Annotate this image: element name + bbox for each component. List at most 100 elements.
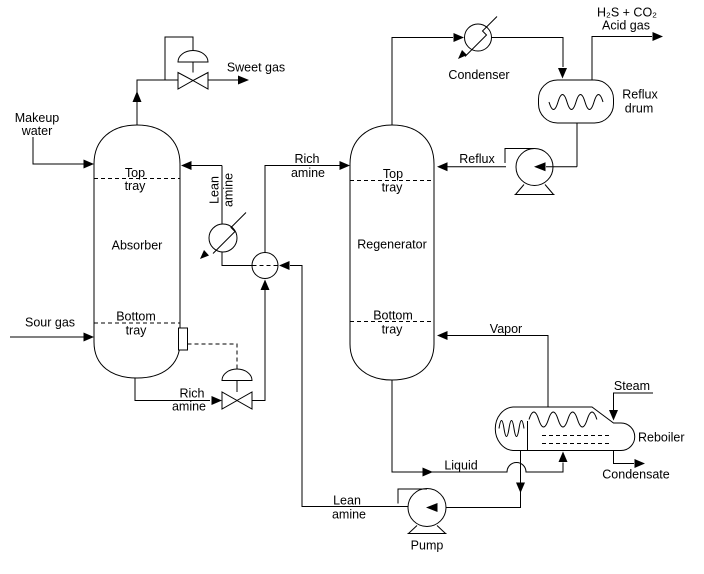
arrowhead xyxy=(339,161,350,170)
reboiler-main-coil xyxy=(528,411,598,428)
acid-gas-label: H₂S + CO₂ xyxy=(597,6,657,20)
valve-body-right xyxy=(235,391,253,410)
rich-amine-feed-pipe xyxy=(264,165,340,253)
lean-amine-cooler xyxy=(200,212,247,259)
lean-amine-return-label: Lean xyxy=(333,494,361,508)
condensate-label: Condensate xyxy=(602,468,669,482)
absorber-top-tray-label: tray xyxy=(125,179,147,193)
lean-amine-return-pipe xyxy=(290,265,408,507)
liquid-pipe xyxy=(391,380,564,473)
arrowhead xyxy=(279,261,290,270)
regenerator-top-tray-label: tray xyxy=(382,181,404,195)
rich-amine-feed-label: amine xyxy=(291,166,325,180)
valve-actuator-dome xyxy=(221,368,253,381)
arrowhead xyxy=(634,459,645,468)
rich-amine-feed-label: Rich xyxy=(294,152,319,166)
arrowhead xyxy=(83,332,94,342)
arrowhead xyxy=(437,331,448,340)
valve-body-left xyxy=(177,71,195,90)
arrowhead xyxy=(422,467,433,477)
regenerator-top-tray-label: Top xyxy=(383,167,403,181)
lean-amine-pump xyxy=(397,488,447,534)
rich-amine-bottoms-label: Rich xyxy=(179,387,204,401)
arrowhead xyxy=(83,159,94,169)
cooler-duty-line xyxy=(212,212,247,254)
reboiler-label: Reboiler xyxy=(638,431,685,445)
regenerator-bottom-tray-label: Bottom xyxy=(373,309,413,323)
condenser xyxy=(458,16,498,59)
labels: Makeup water Sweet gas Sour gas Top tray… xyxy=(15,6,685,553)
reflux-pump xyxy=(447,148,577,195)
lean-amine-from-reboiler-pipe xyxy=(438,450,521,508)
valve-body-left xyxy=(221,391,239,410)
arrowhead xyxy=(211,396,222,405)
reflux-drum-label: drum xyxy=(625,102,653,116)
pump-label: Pump xyxy=(411,539,444,553)
condenser-duty-line xyxy=(464,16,498,57)
lean-amine-to-absorber-pipe xyxy=(191,165,223,224)
condenser-duty-arrow-icon xyxy=(458,50,467,59)
lean-amine-cooler-label: Lean xyxy=(208,176,222,204)
valve-body-right xyxy=(191,71,209,90)
reflux-label: Reflux xyxy=(459,152,495,166)
vapor-return-pipe xyxy=(447,335,549,407)
exchanger-circle xyxy=(251,252,279,279)
steam-label: Steam xyxy=(614,379,650,393)
makeup-water-label: Makeup xyxy=(15,111,60,125)
reflux-pump-feet xyxy=(514,184,555,195)
arrowhead xyxy=(534,162,546,172)
makeup-water-pipe xyxy=(32,137,84,165)
arrowhead xyxy=(453,33,464,42)
absorber-bottom-tray-label: Bottom xyxy=(116,310,156,324)
level-instrument xyxy=(178,327,188,351)
rich-amine-bottoms-label: amine xyxy=(172,400,206,414)
reflux-pump-volute xyxy=(504,148,534,163)
rich-amine-valve xyxy=(221,368,253,410)
reflux-drum-label: Reflux xyxy=(622,88,658,102)
overhead-vapor-pipe xyxy=(391,37,453,125)
cooler-circle xyxy=(208,223,238,253)
reboiler-shell xyxy=(494,406,636,451)
steam-pipe xyxy=(613,392,653,410)
arrowhead xyxy=(516,482,525,493)
cooler-exchanger-link-pipe xyxy=(221,252,252,266)
regenerator-bottom-tray-label: tray xyxy=(382,323,404,337)
makeup-water-label: water xyxy=(21,124,53,138)
absorber-name-label: Absorber xyxy=(112,239,163,253)
pump-feet xyxy=(407,525,447,534)
valve-actuator-dome xyxy=(177,50,209,63)
pump-volute xyxy=(397,488,427,504)
arrowhead xyxy=(609,410,618,421)
reflux-drum-coil xyxy=(548,94,604,110)
liquid-label: Liquid xyxy=(444,459,477,473)
regenerator-shell xyxy=(349,124,435,381)
absorber-bottom-tray-label: tray xyxy=(126,324,148,338)
flow-arrows xyxy=(83,32,663,493)
reboiler-tube-bundle xyxy=(542,435,612,444)
sweet-gas-valve xyxy=(177,50,209,90)
acid-gas-pipe xyxy=(591,36,652,80)
condenser-circle xyxy=(464,23,492,52)
acid-gas-label: Acid gas xyxy=(602,19,650,33)
arrowhead xyxy=(238,75,249,85)
regenerator-name-label: Regenerator xyxy=(357,238,427,252)
arrowhead xyxy=(132,91,142,102)
lean-rich-exchanger xyxy=(251,252,279,279)
reflux-drum xyxy=(538,79,614,124)
arrowhead xyxy=(558,451,568,462)
lean-amine-cooler-label: amine xyxy=(222,173,236,207)
rich-amine-bottoms-pipe xyxy=(134,378,210,401)
vapor-label: Vapor xyxy=(490,322,522,336)
arrowhead xyxy=(437,162,448,172)
arrowhead xyxy=(181,161,192,170)
sour-gas-label: Sour gas xyxy=(25,316,75,330)
reboiler-left-coil xyxy=(498,420,525,437)
level-control-signal xyxy=(187,343,238,370)
arrowhead xyxy=(260,279,270,290)
regenerator-vessel xyxy=(349,124,435,381)
arrowhead xyxy=(652,32,663,41)
cooler-duty-arrow-icon xyxy=(200,250,209,259)
sweet-gas-label: Sweet gas xyxy=(227,61,285,75)
sweet-gas-valve-signal xyxy=(164,36,194,80)
